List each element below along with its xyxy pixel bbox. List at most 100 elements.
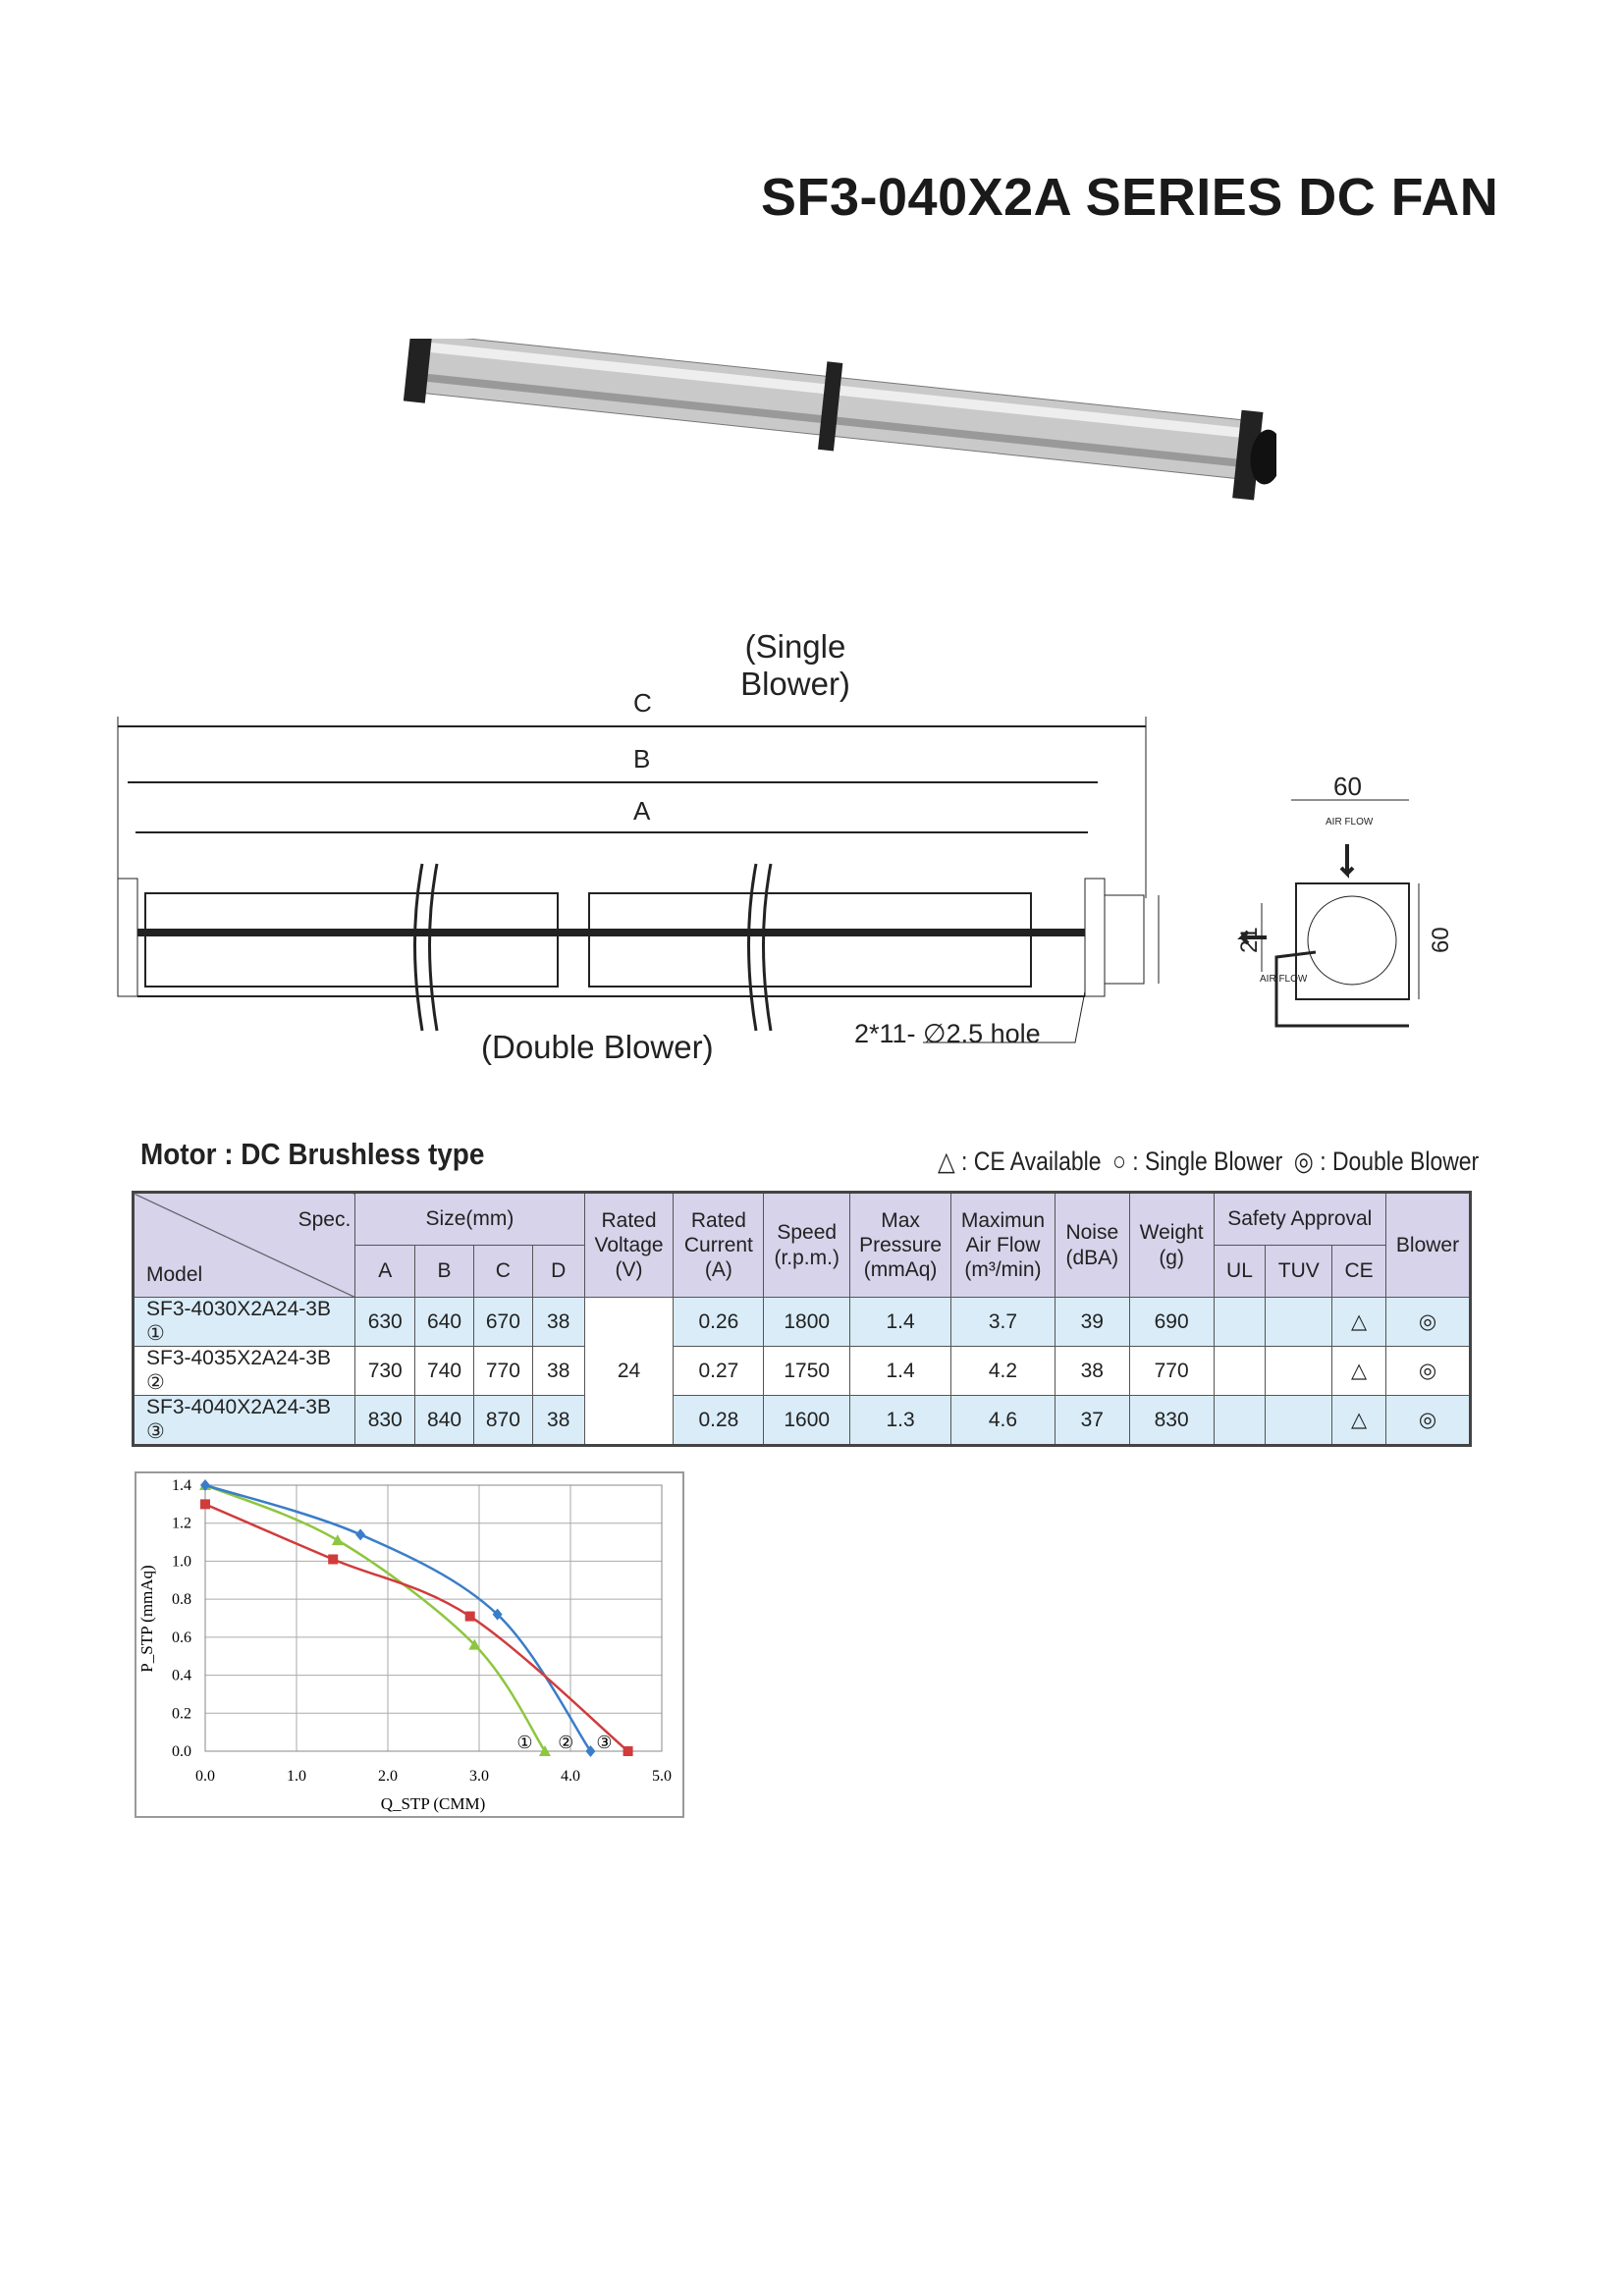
ce-cell: △ <box>1331 1395 1387 1446</box>
curve-label: ① <box>516 1733 532 1752</box>
legend-double: ◎ : Double Blower <box>1293 1147 1480 1176</box>
data-point <box>200 1479 210 1491</box>
model-cell: SF3-4035X2A24-3B ② <box>132 1346 356 1396</box>
x-tick-label: 4.0 <box>561 1768 580 1785</box>
y-tick-label: 0.2 <box>172 1705 191 1722</box>
d-cell: 38 <box>531 1297 585 1347</box>
data-point <box>355 1528 366 1541</box>
data-point <box>538 1745 551 1756</box>
x-tick-label: 5.0 <box>652 1768 672 1785</box>
weight-cell: 830 <box>1128 1395 1215 1446</box>
blower-header: Blower <box>1385 1192 1471 1298</box>
current-cell: 0.28 <box>673 1395 765 1446</box>
dim-height-label: 60 <box>1428 927 1454 953</box>
spec-table: Spec.Model Size(mm) Rated Voltage (V) Ra… <box>132 1191 1472 1447</box>
y-tick-label: 0.0 <box>172 1743 191 1760</box>
y-tick-label: 1.2 <box>172 1516 191 1532</box>
data-point <box>585 1745 596 1757</box>
legend-ce: △ : CE Available <box>938 1147 1102 1176</box>
c-cell: 670 <box>472 1297 533 1347</box>
model-cell: SF3-4040X2A24-3B ③ <box>132 1395 356 1446</box>
airflow-header: Maximun Air Flow (m³/min) <box>950 1192 1056 1298</box>
noise-cell: 38 <box>1054 1346 1130 1396</box>
current-header: Rated Current (A) <box>673 1192 765 1298</box>
ul-cell <box>1213 1395 1267 1446</box>
y-tick-label: 0.8 <box>172 1591 191 1608</box>
dim-width-label: 60 <box>1333 772 1362 801</box>
blower-cell: ◎ <box>1385 1346 1471 1396</box>
tuv-cell <box>1265 1297 1333 1347</box>
dimension-drawing: C B A 60 60 21 AIR FLOW AIR FLOW <box>117 688 1454 1043</box>
speed-cell: 1600 <box>763 1395 851 1446</box>
symbol-legend: △ : CE Available ○ : Single Blower ◎ : D… <box>938 1147 1484 1177</box>
data-point <box>200 1499 210 1510</box>
size-a-header: A <box>354 1245 416 1298</box>
chart-frame <box>135 1471 684 1818</box>
speed-header: Speed (r.p.m.) <box>763 1192 851 1298</box>
dim-a-label: A <box>633 796 651 826</box>
pressure-cell: 1.3 <box>849 1395 952 1446</box>
data-point <box>623 1746 633 1756</box>
pressure-cell: 1.4 <box>849 1297 952 1347</box>
a-cell: 730 <box>354 1346 416 1396</box>
noise-cell: 37 <box>1054 1395 1130 1446</box>
ce-cell: △ <box>1331 1346 1387 1396</box>
y-tick-label: 1.4 <box>172 1477 191 1494</box>
speed-cell: 1750 <box>763 1346 851 1396</box>
size-d-header: D <box>531 1245 585 1298</box>
y-axis-label: P_STP (mmAq) <box>137 1565 156 1672</box>
x-tick-label: 2.0 <box>378 1768 398 1785</box>
weight-cell: 770 <box>1128 1346 1215 1396</box>
y-tick-label: 1.0 <box>172 1553 191 1570</box>
y-tick-label: 0.6 <box>172 1629 191 1646</box>
data-point <box>468 1638 481 1650</box>
airflow-top-label: AIR FLOW <box>1326 817 1374 828</box>
page-title: SF3-040X2A SERIES DC FAN <box>761 168 1499 227</box>
plot-area <box>204 1484 663 1752</box>
data-point <box>331 1534 344 1546</box>
x-axis-label: Q_STP (CMM) <box>381 1794 486 1813</box>
series-line-3 <box>204 1503 629 1752</box>
pressure-header: Max Pressure (mmAq) <box>849 1192 952 1298</box>
curve-label: ② <box>558 1733 573 1752</box>
curve-label: ③ <box>596 1733 612 1752</box>
d-cell: 38 <box>531 1346 585 1396</box>
noise-header: Noise (dBA) <box>1054 1192 1130 1298</box>
safety-header: Safety Approval <box>1213 1192 1387 1246</box>
tuv-cell <box>1265 1395 1333 1446</box>
b-cell: 740 <box>414 1346 474 1396</box>
data-point <box>492 1608 503 1621</box>
airflow-cell: 4.2 <box>950 1346 1056 1396</box>
x-tick-label: 0.0 <box>195 1768 215 1785</box>
noise-cell: 39 <box>1054 1297 1130 1347</box>
ce-header: CE <box>1331 1245 1387 1298</box>
spec-model-header: Spec.Model <box>132 1192 356 1298</box>
dim-offset-label: 21 <box>1236 927 1263 953</box>
ul-cell <box>1213 1297 1267 1347</box>
weight-header: Weight (g) <box>1128 1192 1215 1298</box>
x-tick-label: 3.0 <box>469 1768 489 1785</box>
motor-type-heading: Motor : DC Brushless type <box>140 1137 485 1171</box>
airflow-cell: 3.7 <box>950 1297 1056 1347</box>
a-cell: 830 <box>354 1395 416 1446</box>
data-point <box>328 1554 339 1565</box>
airflow-side-label: AIR FLOW <box>1260 974 1308 985</box>
blower-cell: ◎ <box>1385 1297 1471 1347</box>
size-c-header: C <box>472 1245 533 1298</box>
c-cell: 870 <box>472 1395 533 1446</box>
current-cell: 0.26 <box>673 1297 765 1347</box>
size-b-header: B <box>414 1245 474 1298</box>
single-blower-photo <box>403 339 1276 501</box>
data-point <box>464 1611 475 1622</box>
voltage-cell: 24 <box>583 1297 675 1446</box>
weight-cell: 690 <box>1128 1297 1215 1347</box>
tuv-cell <box>1265 1346 1333 1396</box>
b-cell: 840 <box>414 1395 474 1446</box>
size-header: Size(mm) <box>354 1192 585 1246</box>
pressure-cell: 1.4 <box>849 1346 952 1396</box>
hole-spec-label: 2*11- ∅2.5 hole <box>854 1019 1041 1048</box>
double-blower-caption: (Double Blower) <box>481 1029 714 1065</box>
